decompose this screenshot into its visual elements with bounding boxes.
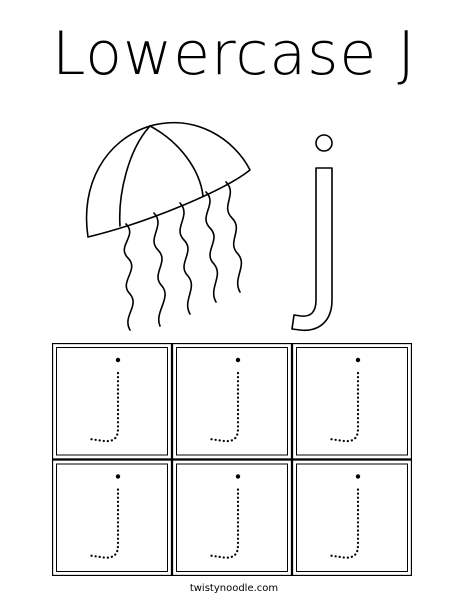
tracing-j-dot xyxy=(355,474,361,479)
tracing-cell xyxy=(291,343,412,460)
tracing-j-stroke xyxy=(328,371,360,443)
tracing-j-dot xyxy=(115,474,121,479)
illustration xyxy=(85,121,333,331)
tracing-j-dot xyxy=(115,357,121,363)
tracing-cell xyxy=(52,343,173,460)
tracing-j-stroke xyxy=(208,488,240,559)
tracing-j-stroke xyxy=(208,371,240,443)
tracing-j-stroke xyxy=(88,371,120,443)
tracing-j-dot xyxy=(355,357,361,363)
tracing-grid xyxy=(52,343,412,576)
letter-j-outline xyxy=(291,134,333,331)
jellyfish-icon xyxy=(85,121,251,331)
tracing-j-stroke xyxy=(88,488,120,559)
tracing-j-stroke xyxy=(328,488,360,559)
tracing-j-dot xyxy=(235,474,241,479)
footer-credit: twistynoodle.com xyxy=(189,583,279,594)
tracing-cell xyxy=(291,459,412,576)
tracing-j-dot xyxy=(235,357,241,363)
tracing-cell xyxy=(171,459,293,576)
page-title: Lowercase J xyxy=(51,19,417,89)
tracing-cell xyxy=(52,459,173,576)
tracing-cell xyxy=(171,343,293,460)
